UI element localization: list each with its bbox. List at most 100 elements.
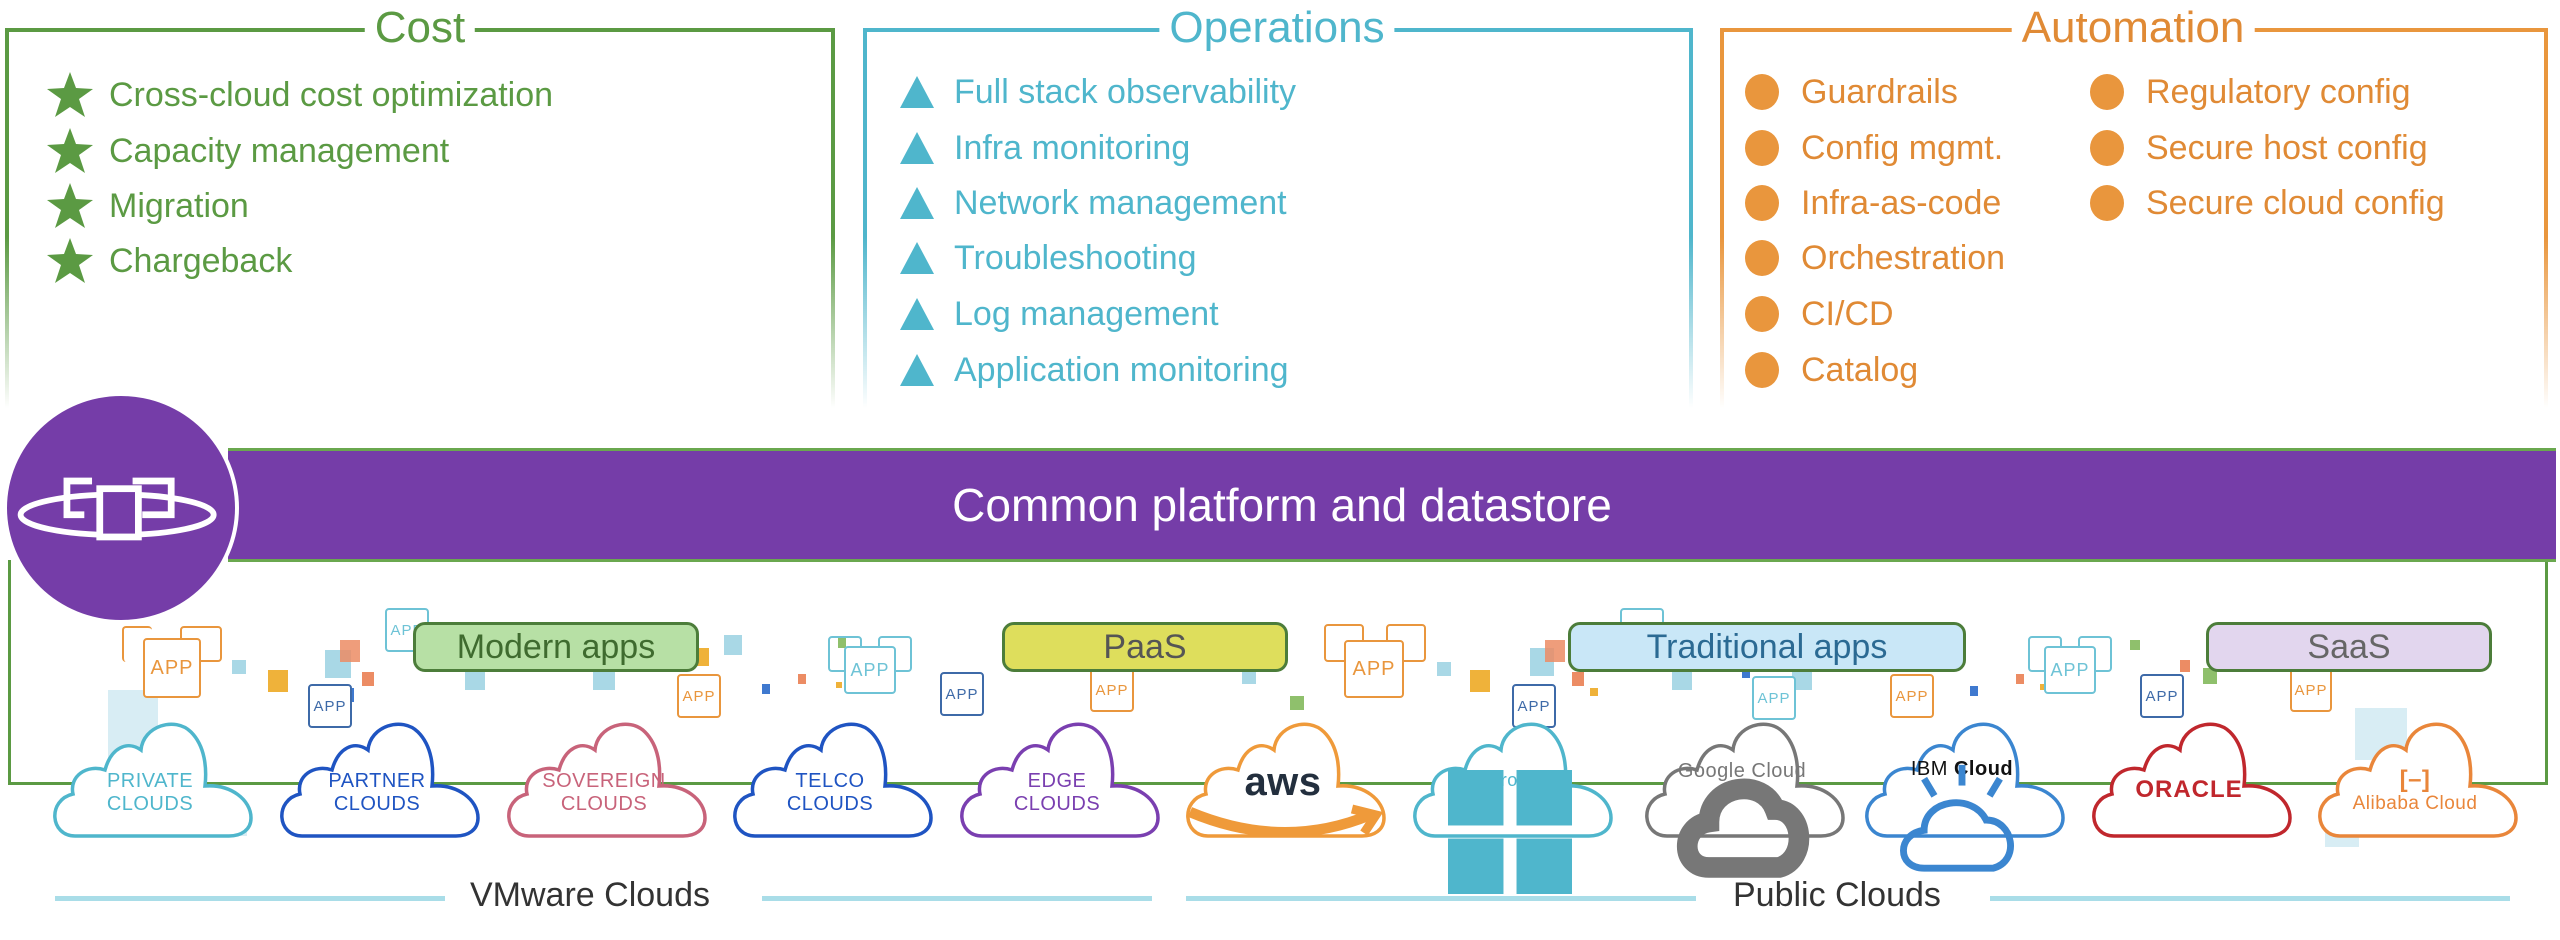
cloud-alibaba-cloud: [–]Alibaba Cloud xyxy=(2310,718,2520,842)
cloud-microsoft: Microsoft xyxy=(1405,718,1615,894)
workload-pill: SaaS xyxy=(2206,622,2492,672)
circle-icon xyxy=(1745,240,1779,276)
operations-item-label: Infra monitoring xyxy=(954,129,1191,167)
operations-item: Full stack observability xyxy=(900,70,1296,114)
cloud-icon xyxy=(280,722,480,838)
cloud-brand-logo: Google Cloud xyxy=(1637,760,1847,878)
triangle-icon xyxy=(900,76,934,108)
app-tile: APP xyxy=(844,646,896,694)
automation-item-label: Secure host config xyxy=(2146,129,2428,167)
automation-title: Automation xyxy=(2011,0,2255,56)
automation-item-label: Regulatory config xyxy=(2146,73,2411,111)
decor-square xyxy=(1590,688,1598,696)
app-tile: APP xyxy=(1890,674,1934,718)
cloud-icon xyxy=(2318,722,2518,838)
app-tile: APP xyxy=(2044,646,2096,694)
operations-item-label: Network management xyxy=(954,184,1287,222)
automation-item: Regulatory config xyxy=(2090,70,2411,114)
cost-item-label: Migration xyxy=(109,187,249,225)
star-icon xyxy=(47,238,93,283)
triangle-icon xyxy=(900,242,934,274)
cloud-aws: aws xyxy=(1178,718,1388,842)
decor-square xyxy=(1742,670,1750,678)
workload-label: SaaS xyxy=(2307,627,2391,666)
app-tile: APP xyxy=(2290,668,2332,712)
automation-item: Guardrails xyxy=(1745,70,1958,114)
cloud-brand-logo: [–]Alibaba Cloud xyxy=(2352,766,2478,815)
workload-pill: Traditional apps xyxy=(1568,622,1966,672)
app-tile-back xyxy=(122,626,152,662)
cloud-icon xyxy=(733,722,933,838)
decor-square xyxy=(798,674,806,684)
vmware-divider-left xyxy=(55,896,445,901)
decor-square xyxy=(697,648,709,666)
star-icon xyxy=(47,183,93,228)
workload-label: PaaS xyxy=(1103,627,1187,666)
app-tile: APP xyxy=(308,684,352,728)
automation-item: Config mgmt. xyxy=(1745,126,2003,170)
decor-square xyxy=(340,640,360,662)
automation-item: Orchestration xyxy=(1745,236,2005,280)
decor-square xyxy=(838,638,846,648)
decor-square xyxy=(1242,670,1256,684)
decor-square xyxy=(1437,662,1451,676)
cloud-brand-logo: Microsoft xyxy=(1405,770,1615,894)
app-tile: APP xyxy=(2140,674,2184,718)
platform-logo xyxy=(3,392,239,624)
cloud-icon xyxy=(960,722,1160,838)
operations-item-label: Troubleshooting xyxy=(954,239,1197,277)
decor-square xyxy=(836,682,842,688)
decor-square xyxy=(1290,696,1304,710)
circle-icon xyxy=(1745,352,1779,388)
circle-icon xyxy=(1745,74,1779,110)
star-icon xyxy=(47,128,93,173)
decor-square xyxy=(2180,660,2190,672)
cloud-oracle: ORACLE xyxy=(2084,718,2294,842)
cost-title: Cost xyxy=(364,0,476,56)
vmware-clouds-label: VMware Clouds xyxy=(470,876,710,914)
app-tile: APP xyxy=(1512,684,1556,728)
decor-square xyxy=(1470,670,1490,692)
operations-item-label: Application monitoring xyxy=(954,351,1289,389)
decor-square xyxy=(1970,686,1978,696)
vmware-divider-right xyxy=(762,896,1152,901)
workload-label: Modern apps xyxy=(456,627,656,666)
cloud-icon xyxy=(2092,722,2292,838)
operations-item-label: Full stack observability xyxy=(954,73,1297,111)
decor-square xyxy=(2130,640,2140,650)
triangle-icon xyxy=(900,187,934,219)
automation-item: Catalog xyxy=(1745,348,1918,392)
automation-item-label: Guardrails xyxy=(1801,73,1958,111)
decor-square xyxy=(268,670,288,692)
platform-apps-icon xyxy=(17,477,217,541)
automation-item-label: Secure cloud config xyxy=(2146,184,2445,222)
cloud-icon xyxy=(53,722,253,838)
automation-item: Secure cloud config xyxy=(2090,181,2445,225)
triangle-icon xyxy=(900,132,934,164)
circle-icon xyxy=(1745,185,1779,221)
operations-item: Network management xyxy=(900,181,1287,225)
app-tile: APP xyxy=(1344,640,1404,698)
cost-item-label: Chargeback xyxy=(109,242,293,280)
public-divider-left xyxy=(1186,896,1696,901)
cost-item-label: Capacity management xyxy=(109,132,450,170)
star-icon xyxy=(47,72,93,117)
app-tile: APP xyxy=(940,672,984,716)
workload-pill: Modern apps xyxy=(413,622,699,672)
cloud-brand-logo: aws xyxy=(1178,762,1388,838)
operations-item-label: Log management xyxy=(954,295,1219,333)
decor-square xyxy=(724,635,742,655)
automation-item-label: Orchestration xyxy=(1801,239,2006,277)
cost-item-label: Cross-cloud cost optimization xyxy=(109,76,554,114)
decor-square xyxy=(593,668,615,690)
public-clouds-label: Public Clouds xyxy=(1733,876,1941,914)
circle-icon xyxy=(2090,130,2124,166)
